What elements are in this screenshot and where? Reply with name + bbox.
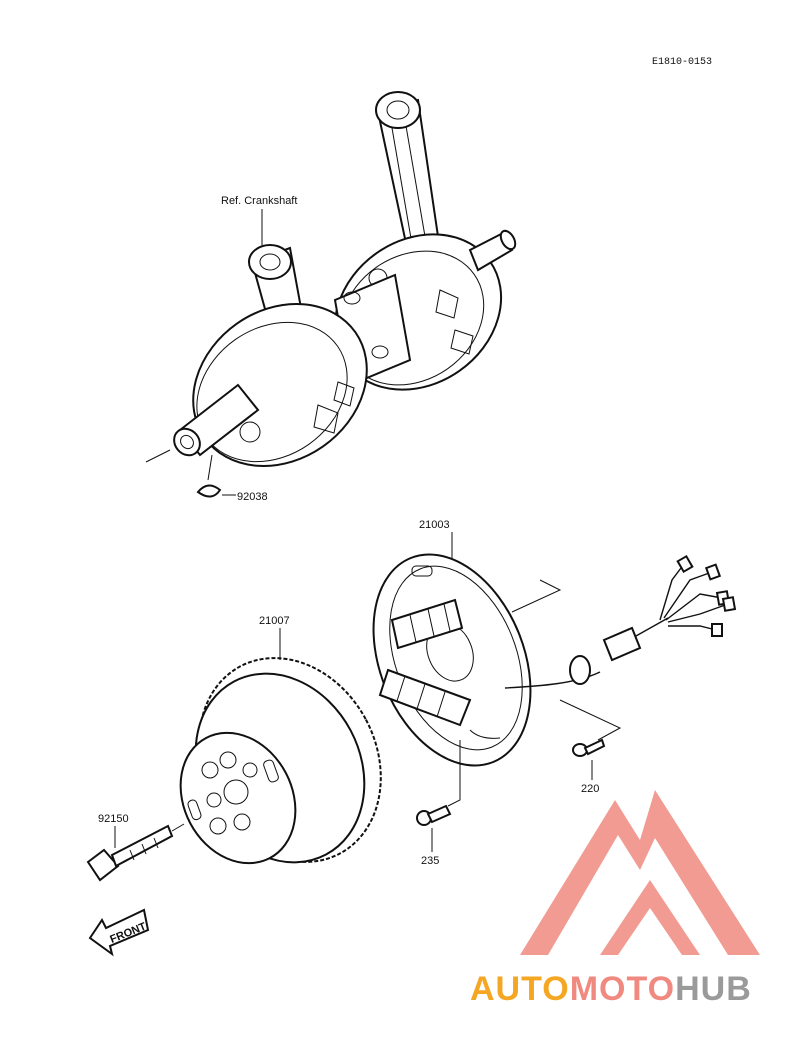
stator-plate: [372, 553, 532, 767]
crank-shaft-right: [468, 229, 517, 272]
watermark-logo: [520, 790, 760, 955]
front-arrow: FRONT: [88, 908, 150, 957]
label-bolt: 92150: [98, 813, 129, 825]
watermark-triangle-icon: [520, 790, 760, 955]
leader-arrow-stator: [511, 579, 562, 613]
wiring-harness: [504, 554, 737, 689]
watermark-part-auto: AUTO: [470, 970, 570, 1008]
watermark-part-moto: MOTO: [570, 970, 675, 1008]
crankshaft-assembly: [145, 91, 517, 498]
stator-coil-upper: [390, 598, 464, 650]
flywheel-bolt: [86, 823, 185, 882]
label-key: 92038: [237, 491, 268, 503]
watermark-part-hub: HUB: [675, 970, 752, 1008]
diagram-code: E1810-0153: [652, 57, 712, 68]
crank-shaft-left: [145, 383, 260, 463]
connecting-rod-rear: [375, 91, 442, 264]
woodruff-key: [196, 454, 222, 498]
label-flywheel: 21007: [259, 615, 290, 627]
label-screw-small: 220: [581, 783, 599, 795]
screw-220: [559, 699, 622, 757]
label-crankshaft-ref: Ref. Crankshaft: [221, 195, 297, 207]
flywheel-rotor: [179, 657, 382, 865]
stator-coil-lower: [378, 668, 472, 727]
label-stator: 21003: [419, 519, 450, 531]
label-screw-stator: 235: [421, 855, 439, 867]
screw-235: [416, 740, 461, 826]
watermark-wordmark: AUTOMOTOHUB: [470, 970, 752, 1008]
